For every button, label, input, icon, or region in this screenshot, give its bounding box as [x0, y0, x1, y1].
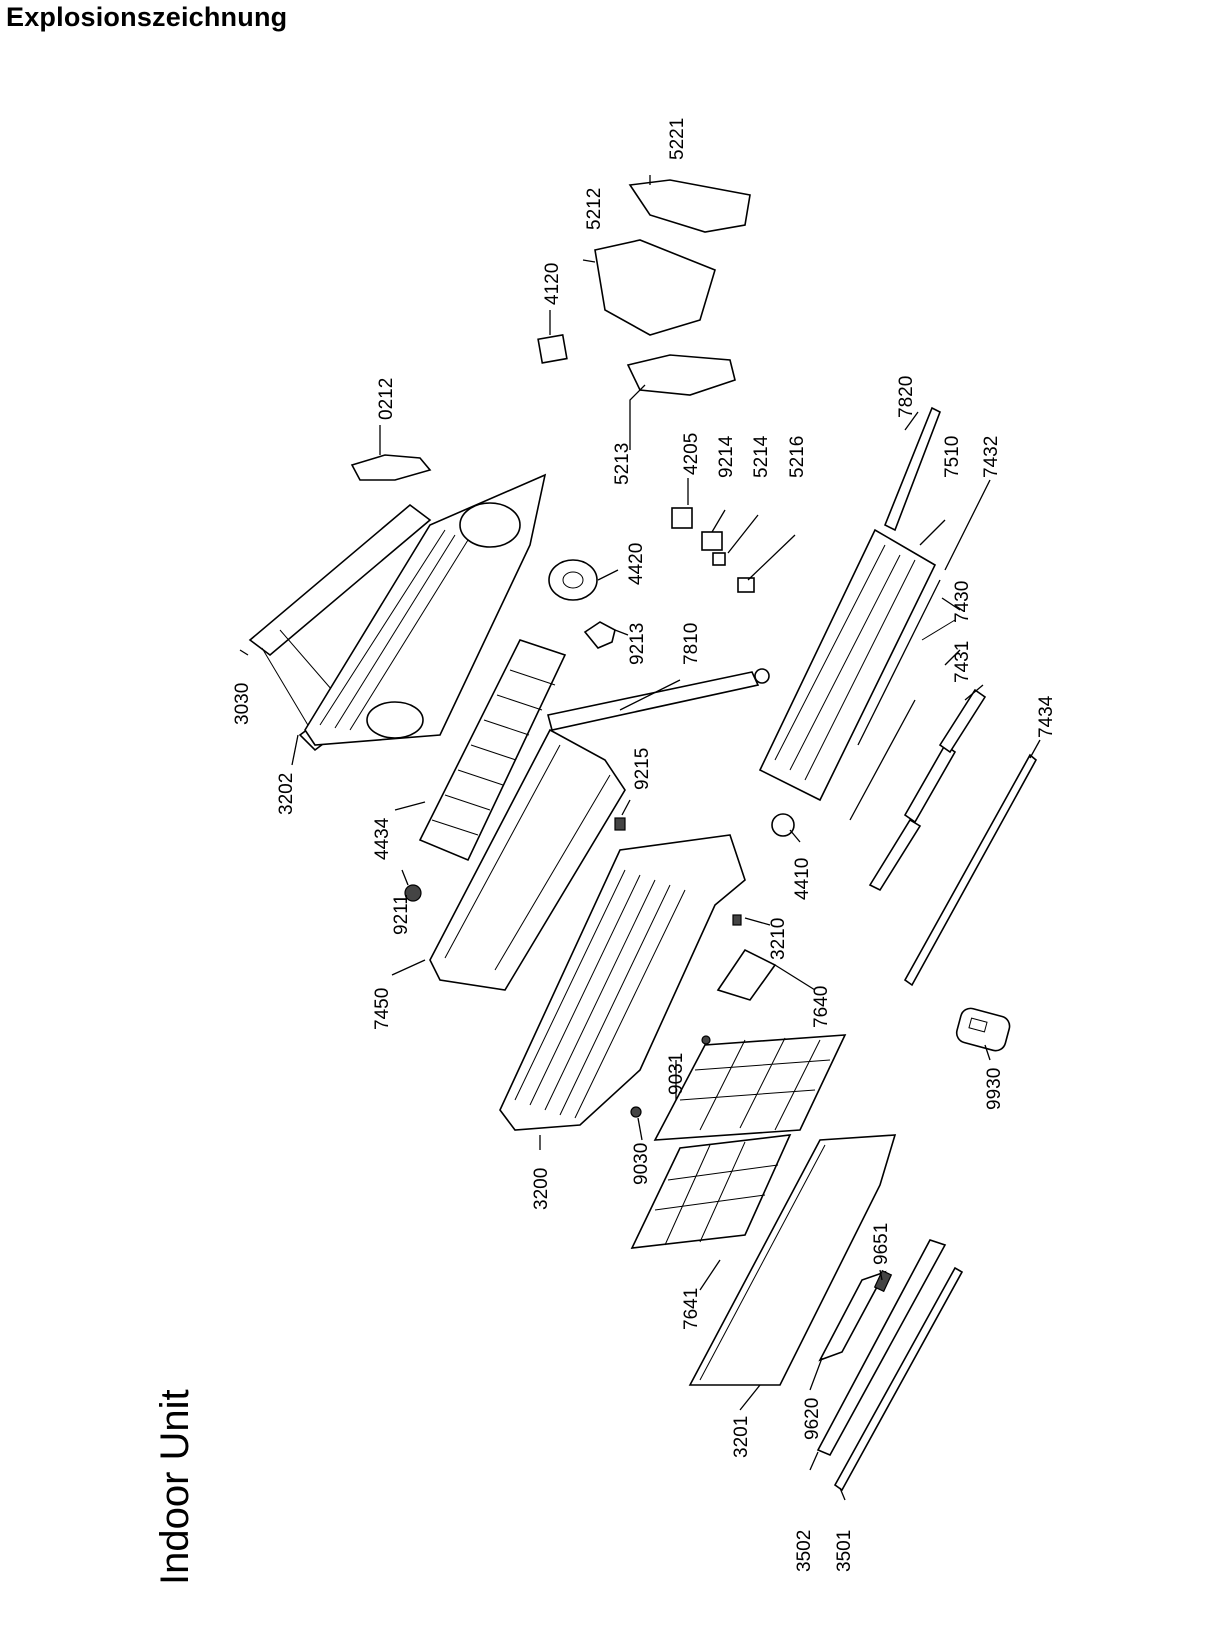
terminal-cover-5213 [626, 354, 736, 396]
front-frame-3200 [499, 834, 746, 1131]
component-4120 [537, 333, 568, 364]
swing-assembly-7510 [758, 406, 942, 802]
callout-5212: 5212 [584, 188, 605, 230]
callout-5213: 5213 [612, 443, 633, 485]
air-filter-7640 [653, 1034, 847, 1141]
callout-3502: 3502 [794, 1530, 815, 1572]
callout-3201: 3201 [731, 1416, 752, 1458]
callout-9930: 9930 [984, 1068, 1005, 1110]
part-3210 [732, 914, 742, 926]
callout-7810: 7810 [681, 623, 702, 665]
display-board-9651 [873, 1269, 893, 1293]
callout-7820: 7820 [896, 376, 917, 418]
callout-7434: 7434 [1036, 695, 1057, 738]
rod-7434 [903, 753, 1038, 987]
component-4205 [671, 507, 693, 529]
callout-3200: 3200 [531, 1168, 552, 1210]
callout-9214: 9214 [716, 435, 737, 478]
leader-lines [239, 175, 1041, 1501]
bearing-9211 [404, 884, 422, 902]
remote-control-9930 [955, 1007, 1011, 1052]
air-filter-7641 [630, 1134, 792, 1249]
louver-blades-7431 [868, 619, 987, 892]
callout-9211: 9211 [391, 894, 412, 935]
callout-9651: 9651 [871, 1223, 892, 1265]
section-label: Indoor Unit [153, 1389, 197, 1585]
callout-7432: 7432 [981, 436, 1002, 478]
component-5216 [737, 577, 755, 593]
callout-3501: 3501 [834, 1530, 855, 1572]
electrical-box-5212 [594, 239, 716, 336]
part-9215 [614, 817, 626, 831]
cable-connector [754, 668, 770, 684]
screw-9031 [701, 1035, 711, 1045]
callout-7430: 7430 [952, 581, 973, 623]
callout-4420: 4420 [626, 543, 647, 585]
callout-9620: 9620 [802, 1398, 823, 1440]
callout-3030: 3030 [232, 683, 253, 725]
callout-9031: 9031 [666, 1053, 687, 1095]
rod-7430 [857, 579, 941, 746]
callout-4120: 4120 [542, 263, 563, 305]
callout-7431: 7431 [952, 641, 973, 683]
component-5214 [712, 552, 726, 566]
step-motor-4410 [771, 813, 795, 837]
fan-motor-4420 [548, 559, 598, 601]
drain-pan-7450 [429, 728, 626, 991]
motor-cable-7810 [547, 671, 760, 731]
rod-7432 [849, 699, 916, 821]
trim-3502 [816, 1239, 947, 1457]
callouts: 3030 0212 3202 4434 9211 7450 3200 9215 … [232, 118, 1057, 1572]
callout-9213: 9213 [627, 623, 648, 665]
callout-3210: 3210 [768, 918, 789, 960]
page-title: Explosionszeichnung [6, 2, 288, 32]
motor-clamp-9213 [583, 621, 616, 649]
bracket-0212 [350, 454, 432, 481]
callout-4434: 4434 [372, 817, 393, 860]
callout-3202: 3202 [276, 773, 297, 815]
callout-5216: 5216 [787, 436, 808, 478]
callout-0212: 0212 [376, 378, 397, 420]
component-9214 [701, 531, 723, 551]
electrical-cover-5221 [628, 179, 751, 233]
chassis-3202 [304, 473, 547, 746]
callout-7640: 7640 [811, 986, 832, 1028]
screw-9030 [630, 1106, 642, 1118]
crossflow-fan-4434 [418, 639, 567, 862]
callout-4410: 4410 [792, 858, 813, 900]
front-panel-3201 [688, 1134, 897, 1386]
callout-5221: 5221 [667, 118, 688, 160]
callout-7510: 7510 [942, 436, 963, 478]
pcb-7640 [716, 948, 777, 1001]
callout-7450: 7450 [372, 988, 393, 1030]
callout-7641: 7641 [681, 1288, 702, 1330]
callout-9215: 9215 [632, 748, 653, 790]
callout-4205: 4205 [681, 433, 702, 475]
callout-5214: 5214 [751, 435, 772, 478]
callout-9030: 9030 [631, 1143, 652, 1185]
